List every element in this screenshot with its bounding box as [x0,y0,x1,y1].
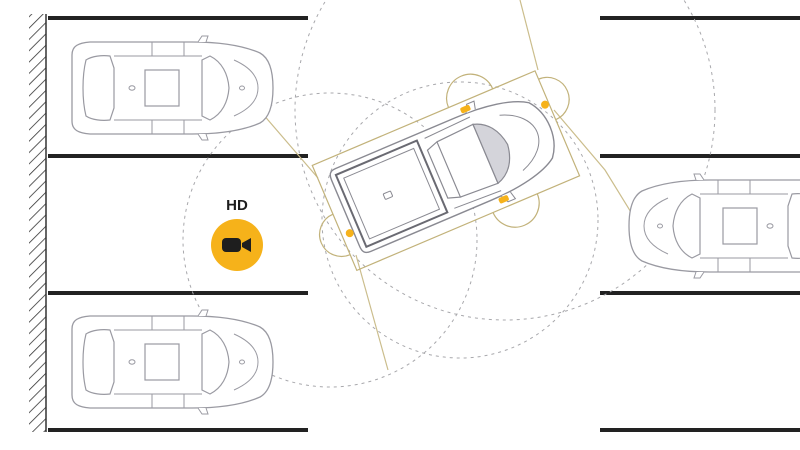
wall [29,14,47,432]
hd-camera-badge [211,219,263,271]
ultrasonic-sensor-lobes [319,73,570,258]
detection-range-circles [182,0,716,388]
video-camera-icon [222,238,251,252]
parked-car-bottom-left [71,309,274,415]
parked-car-right [628,173,800,279]
pickup-truck-parking [311,70,581,272]
sensor-dots [345,100,550,238]
parked-car-top-left [71,35,274,141]
parking-lines [48,16,800,432]
hd-label: HD [226,197,248,214]
